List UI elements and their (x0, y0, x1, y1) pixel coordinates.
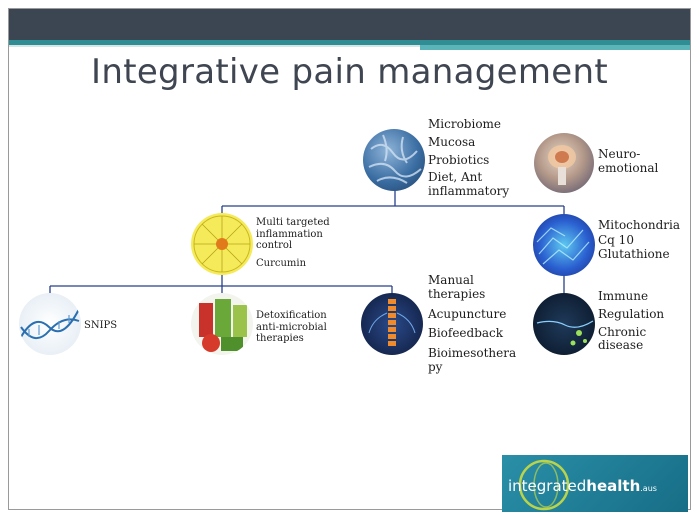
text-line: Chronic (598, 324, 647, 339)
slide-title: Integrative pain management (91, 52, 608, 92)
curcumin-image (191, 213, 253, 275)
text-line: Probiotics (428, 152, 490, 167)
text-line: Bioimesothera (428, 346, 517, 361)
mitochondria-image (533, 214, 595, 276)
detox-image (191, 293, 253, 355)
text-line: Regulation (598, 306, 665, 321)
text-line: Manual (428, 273, 474, 287)
text-line: Detoxification (256, 310, 327, 321)
neuro-emotional-image (534, 133, 594, 193)
snips-text: SNIPS (84, 320, 117, 332)
text-line: Acupuncture (428, 306, 507, 321)
text-line: therapies (256, 333, 304, 344)
text-line: Multi targeted (256, 217, 330, 228)
text-line: emotional (598, 160, 659, 175)
text-line: inflammatory (428, 184, 510, 199)
logo-suffix: .aus (640, 484, 657, 493)
text-line: Mucosa (428, 134, 476, 149)
mitochondria-text: Mitochondria Cq 10 Glutathione (598, 218, 680, 261)
text-line: Immune (598, 289, 649, 303)
neuro-emotional-text: Neuro- emotional (598, 147, 659, 176)
text-line: Diet, Ant (428, 170, 483, 185)
spine-image (361, 293, 423, 355)
text-line: control (256, 240, 293, 251)
text-line: py (428, 359, 443, 374)
header-bar (9, 9, 690, 40)
text-line: inflammation (256, 228, 323, 240)
text-line: disease (598, 338, 644, 353)
text-line: Mitochondria (598, 218, 680, 232)
microbiome-image (363, 129, 425, 191)
text-line: anti-microbial (256, 321, 327, 333)
text-line: Curcumin (256, 257, 307, 269)
logo-text: integratedhealth.aus (508, 477, 657, 495)
text-line: Biofeedback (428, 326, 504, 341)
immune-text: Immune Regulation Chronic disease (598, 289, 665, 353)
text-line: Neuro- (598, 147, 641, 161)
header-accent-bar (9, 40, 690, 45)
logo-word-2: health (586, 477, 641, 495)
header-accent-line (9, 45, 420, 47)
microbiome-text: Microbiome Mucosa Probiotics Diet, Ant i… (428, 117, 510, 199)
curcumin-text: Multi targeted inflammation control Curc… (256, 217, 330, 269)
logo-word-1: integrated (508, 477, 587, 495)
dna-image (19, 293, 81, 355)
header-accent-bar-light (420, 45, 690, 50)
text-line: therapies (428, 286, 486, 301)
manual-therapies-text: Manual therapies Acupuncture Biofeedback… (428, 273, 517, 375)
immune-image (533, 293, 595, 355)
text-line: Glutathione (598, 246, 670, 261)
text-line: Microbiome (428, 117, 502, 131)
text-line: Cq 10 (598, 232, 634, 247)
detox-text: Detoxification anti-microbial therapies (256, 310, 327, 345)
text-line: SNIPS (84, 320, 118, 331)
integrated-health-logo: integratedhealth.aus (502, 455, 688, 512)
